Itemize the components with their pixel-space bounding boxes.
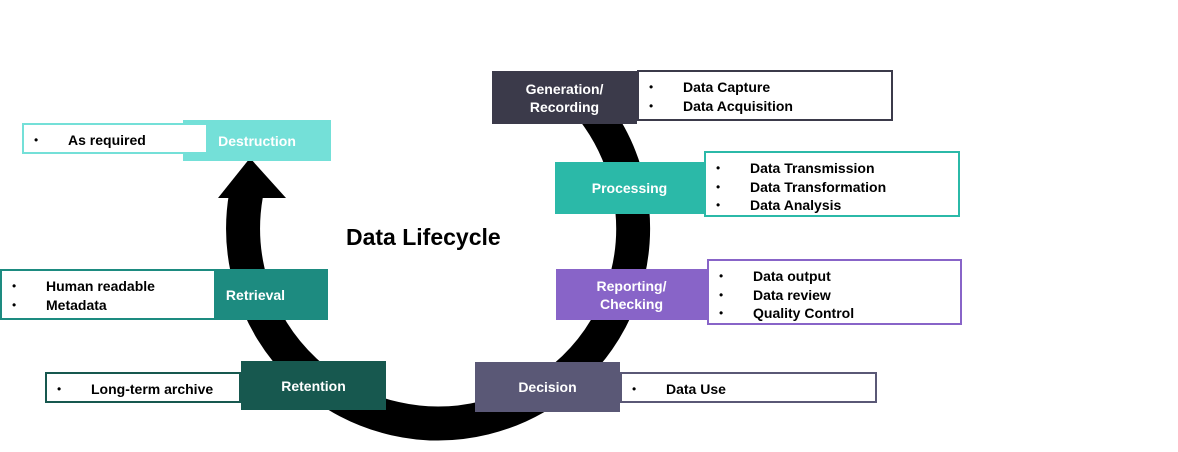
stage-retention: Retention (241, 361, 386, 410)
stage-processing: Processing (555, 162, 704, 214)
detail-item: Data Capture (649, 78, 883, 97)
detail-item: Data output (719, 267, 952, 286)
details-processing: Data Transmission Data Transformation Da… (704, 151, 960, 217)
stage-generation: Generation/ Recording (492, 71, 637, 124)
detail-item: Data Transformation (716, 178, 950, 197)
detail-item: Data Use (632, 380, 867, 399)
stage-destruction: Destruction (183, 120, 331, 161)
details-retrieval: Human readable Metadata (0, 269, 214, 320)
detail-item: Data review (719, 286, 952, 305)
stage-decision: Decision (475, 362, 620, 412)
detail-item: Quality Control (719, 304, 952, 323)
details-destruction: As required (22, 123, 206, 154)
diagram-title: Data Lifecycle (346, 224, 501, 250)
detail-item: Data Transmission (716, 159, 950, 178)
details-reporting: Data output Data review Quality Control (707, 259, 962, 325)
detail-item: Data Analysis (716, 196, 950, 215)
detail-item: As required (34, 131, 198, 150)
detail-item: Data Acquisition (649, 97, 883, 116)
detail-item: Metadata (12, 296, 206, 315)
detail-item: Long-term archive (57, 380, 231, 399)
details-retention: Long-term archive (45, 372, 241, 403)
details-decision: Data Use (620, 372, 877, 403)
lifecycle-arrow-head (218, 158, 286, 198)
stage-reporting: Reporting/ Checking (556, 269, 707, 320)
details-generation: Data Capture Data Acquisition (637, 70, 893, 121)
detail-item: Human readable (12, 277, 206, 296)
